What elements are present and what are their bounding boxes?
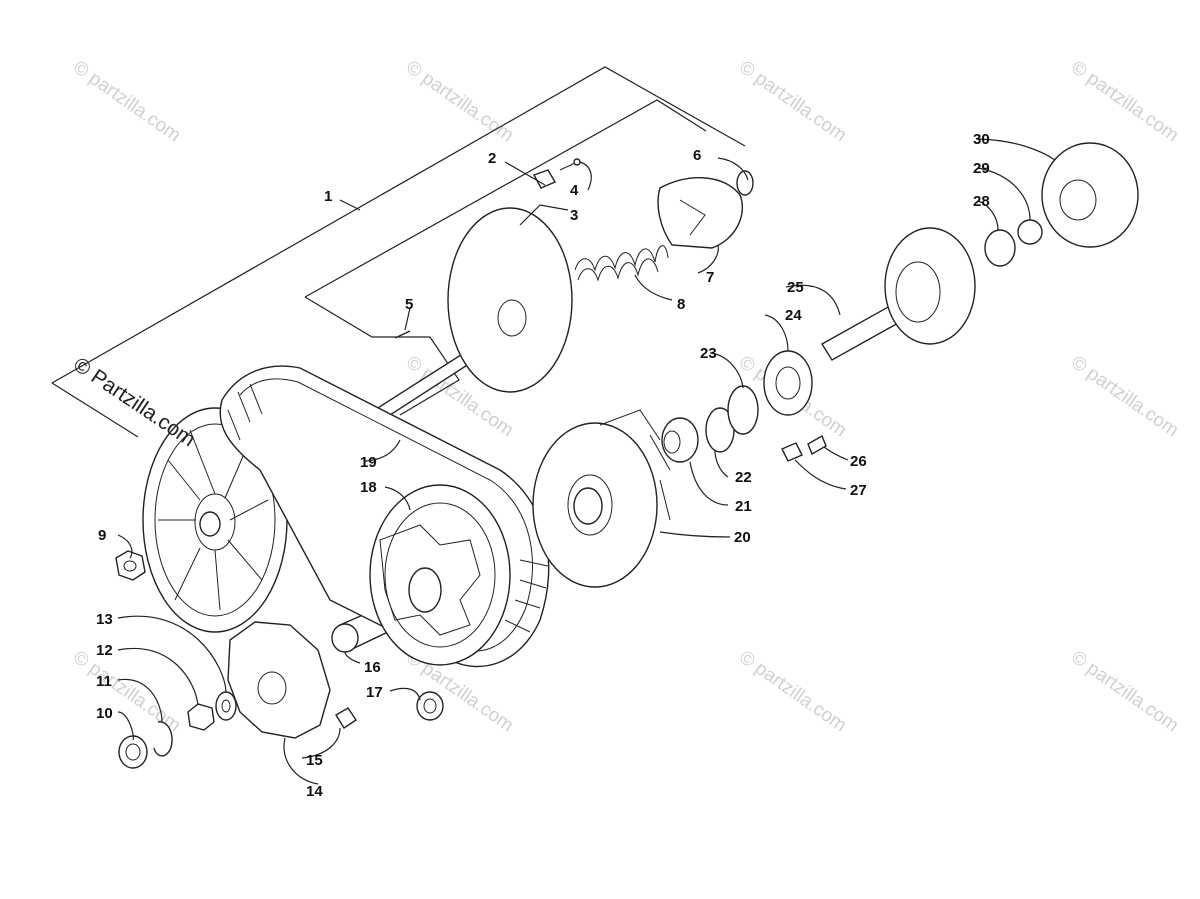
part-bushing-17 [416, 691, 444, 721]
part-seal-28 [984, 229, 1016, 267]
part-bearing-24 [763, 350, 813, 416]
callout-label-27: 27 [850, 482, 867, 499]
part-washer-27 [781, 442, 803, 462]
partzilla-watermark: © Partzilla.com [69, 353, 199, 451]
callout-label-6: 6 [693, 147, 701, 164]
callout-label-9: 9 [98, 527, 106, 544]
callout-label-25: 25 [787, 279, 804, 296]
callout-label-29: 29 [973, 160, 990, 177]
callout-label-7: 7 [706, 269, 714, 286]
part-washer-13 [215, 691, 237, 721]
part-nut [115, 550, 146, 581]
leader-lines [117, 138, 1056, 785]
callout-label-4: 4 [570, 182, 579, 199]
part-slider-15 [335, 707, 357, 729]
callout-label-1: 1 [324, 188, 332, 205]
callout-label-5: 5 [405, 296, 413, 313]
watermark-text: © partzilla.com [1067, 647, 1182, 736]
callout-label-20: 20 [734, 529, 751, 546]
watermark-text: © partzilla.com [1067, 352, 1182, 441]
part-drive-sheave-2 [447, 207, 573, 393]
watermark-text: © partzilla.com [735, 647, 850, 736]
callout-label-15: 15 [306, 752, 323, 769]
watermark-text: © partzilla.com [735, 57, 850, 146]
callout-label-28: 28 [973, 193, 990, 210]
callout-label-26: 26 [850, 453, 867, 470]
callout-label-11: 11 [96, 673, 112, 690]
callout-label-16: 16 [364, 659, 381, 676]
part-spring-8 [574, 245, 669, 282]
callout-label-23: 23 [700, 345, 717, 362]
callout-label-14: 14 [306, 783, 323, 800]
callout-label-12: 12 [96, 642, 113, 659]
assembly-bracket [51, 66, 746, 438]
watermark-text: © partzilla.com [69, 647, 184, 736]
part-pulley-20 [532, 409, 671, 588]
part-collar-21 [661, 417, 699, 463]
callout-label-19: 19 [360, 454, 377, 471]
part-nut-29 [1017, 219, 1043, 245]
part-snap-ring-23 [727, 385, 759, 435]
watermark-text: © partzilla.com [402, 57, 517, 146]
part-pin-5 [394, 330, 411, 339]
part-shaft-25 [821, 227, 976, 361]
callout-label-22: 22 [735, 469, 752, 486]
callout-label-3: 3 [570, 207, 578, 224]
callout-label-8: 8 [677, 296, 685, 313]
callout-label-10: 10 [96, 705, 113, 722]
part-snap-ring-11 [153, 721, 173, 757]
part-screw-4 [559, 158, 581, 171]
callout-label-30: 30 [973, 131, 990, 148]
callout-labels: 1 2 3 4 5 6 7 8 9 10 11 12 13 14 15 16 1… [96, 131, 990, 800]
part-fixed-sheave [142, 407, 288, 633]
part-movable-sheave [369, 484, 511, 666]
part-ring-6 [736, 170, 754, 196]
watermark-text: © partzilla.com [69, 57, 184, 146]
callout-label-2: 2 [488, 150, 496, 167]
part-spider-14 [227, 621, 331, 739]
part-cam-7 [657, 177, 744, 249]
watermark-text: © partzilla.com [1067, 57, 1182, 146]
part-clip-3 [532, 169, 557, 189]
callout-label-18: 18 [360, 479, 377, 496]
callout-label-13: 13 [96, 611, 113, 628]
part-bolt-26 [807, 434, 827, 456]
callout-label-17: 17 [366, 684, 383, 701]
part-clutch-30 [1041, 142, 1139, 248]
callout-label-21: 21 [735, 498, 752, 515]
part-nut-12 [187, 703, 215, 731]
part-bearing-10 [118, 735, 148, 769]
callout-label-24: 24 [785, 307, 802, 324]
